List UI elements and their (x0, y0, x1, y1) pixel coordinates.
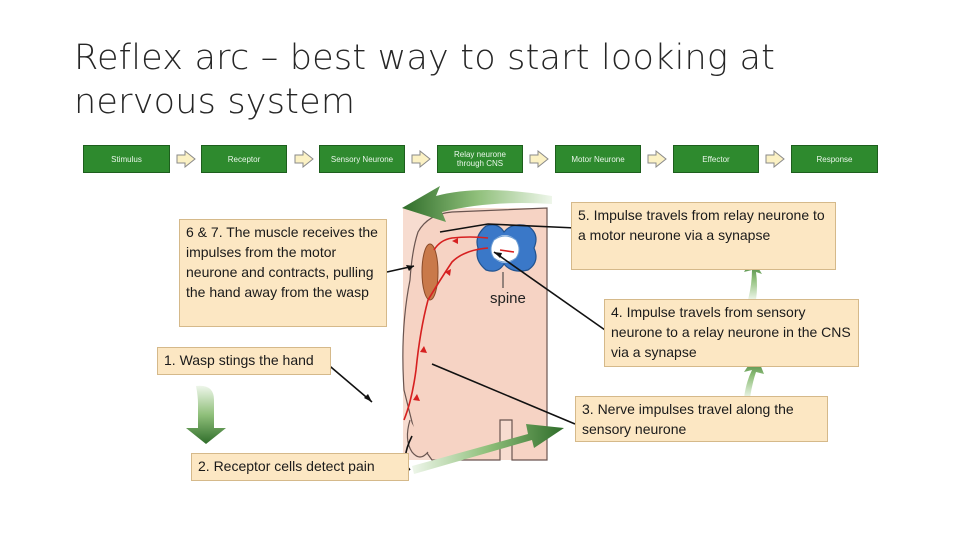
pointer-heads (364, 252, 502, 402)
flow-arrow-icon (765, 150, 785, 168)
curved-arrow-icon (412, 424, 564, 474)
flow-arrow-icon (647, 150, 667, 168)
muscle-shape (421, 243, 439, 301)
note-step-1: 1. Wasp stings the hand (157, 347, 331, 375)
flow-box-stimulus: Stimulus (83, 145, 170, 173)
flow-arrow-icon (529, 150, 549, 168)
flow-box-relay-neurone: Relay neurone through CNS (437, 145, 523, 173)
slide-title: Reflex arc – best way to start looking a… (74, 38, 776, 122)
note-step-2: 2. Receptor cells detect pain (191, 453, 409, 481)
curved-arrow-icon (402, 186, 552, 222)
note-step-3: 3. Nerve impulses travel along the senso… (575, 396, 828, 442)
flow-box-effector: Effector (673, 145, 759, 173)
flow-arrow-icon (176, 150, 196, 168)
flow-arrow-icon (294, 150, 314, 168)
flow-box-motor-neurone: Motor Neurone (555, 145, 641, 173)
note-step-4: 4. Impulse travels from sensory neurone … (604, 299, 859, 367)
flow-arrow-icon (411, 150, 431, 168)
nerve-pathway (403, 236, 515, 421)
spine-label: spine (490, 290, 526, 307)
flow-box-sensory-neurone: Sensory Neurone (319, 145, 405, 173)
note-step-6-7: 6 & 7. The muscle receives the impulses … (179, 219, 387, 327)
flow-box-response: Response (791, 145, 878, 173)
nerve-direction-marks (413, 238, 458, 401)
flow-box-receptor: Receptor (201, 145, 287, 173)
note-step-5: 5. Impulse travels from relay neurone to… (571, 202, 836, 270)
curved-arrow-icon (186, 385, 226, 444)
